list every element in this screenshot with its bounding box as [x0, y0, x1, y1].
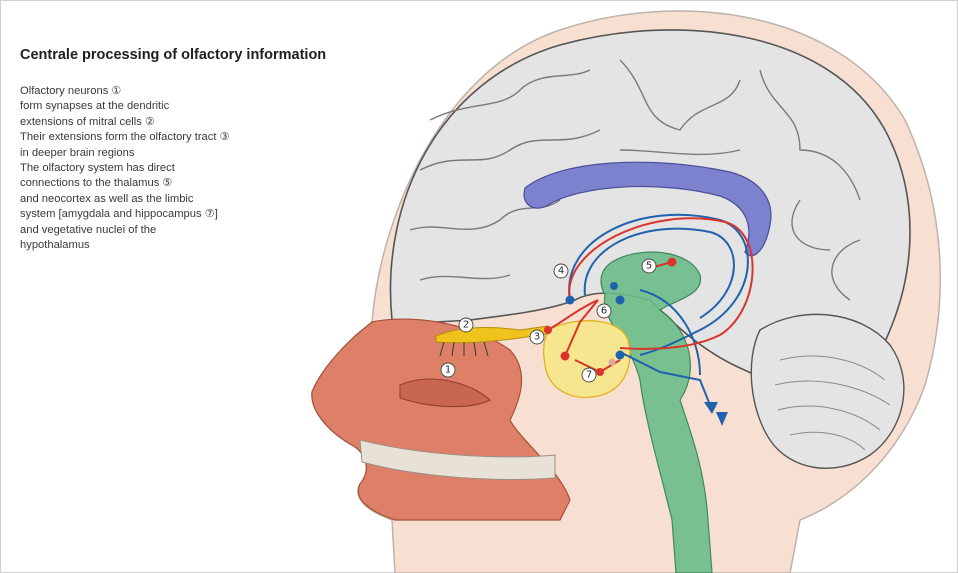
figure-description: Olfactory neurons ① form synapses at the…	[20, 84, 230, 253]
marker-4: 4	[554, 264, 568, 278]
figure-title: Centrale processing of olfactory informa…	[20, 47, 326, 63]
marker-2: 2	[459, 318, 473, 332]
description-line: Olfactory neurons ①	[20, 84, 230, 99]
svg-text:1: 1	[445, 365, 451, 376]
marker-6: 6	[597, 304, 611, 318]
description-line: and neocortex as well as the limbic	[20, 192, 230, 207]
limbic-region	[544, 321, 630, 398]
svg-text:2: 2	[463, 320, 469, 331]
marker-7: 7	[582, 368, 596, 382]
marker-1: 1	[441, 363, 455, 377]
description-line: and vegetative nuclei of the	[20, 223, 230, 238]
svg-text:4: 4	[558, 266, 564, 277]
svg-text:3: 3	[534, 332, 540, 343]
description-line: hypothalamus	[20, 238, 230, 253]
cerebellum	[751, 314, 904, 468]
description-line: connections to the thalamus ⑤	[20, 176, 230, 191]
description-line: in deeper brain regions	[20, 146, 230, 161]
description-line: extensions of mitral cells ②	[20, 115, 230, 130]
description-line: Their extensions form the olfactory trac…	[20, 130, 230, 145]
description-line: system [amygdala and hippocampus ⑦]	[20, 207, 230, 222]
description-line: The olfactory system has direct	[20, 161, 230, 176]
svg-text:6: 6	[601, 306, 607, 317]
marker-5: 5	[642, 259, 656, 273]
svg-text:5: 5	[646, 261, 652, 272]
marker-3: 3	[530, 330, 544, 344]
svg-text:7: 7	[586, 370, 592, 381]
description-line: form synapses at the dendritic	[20, 99, 230, 114]
